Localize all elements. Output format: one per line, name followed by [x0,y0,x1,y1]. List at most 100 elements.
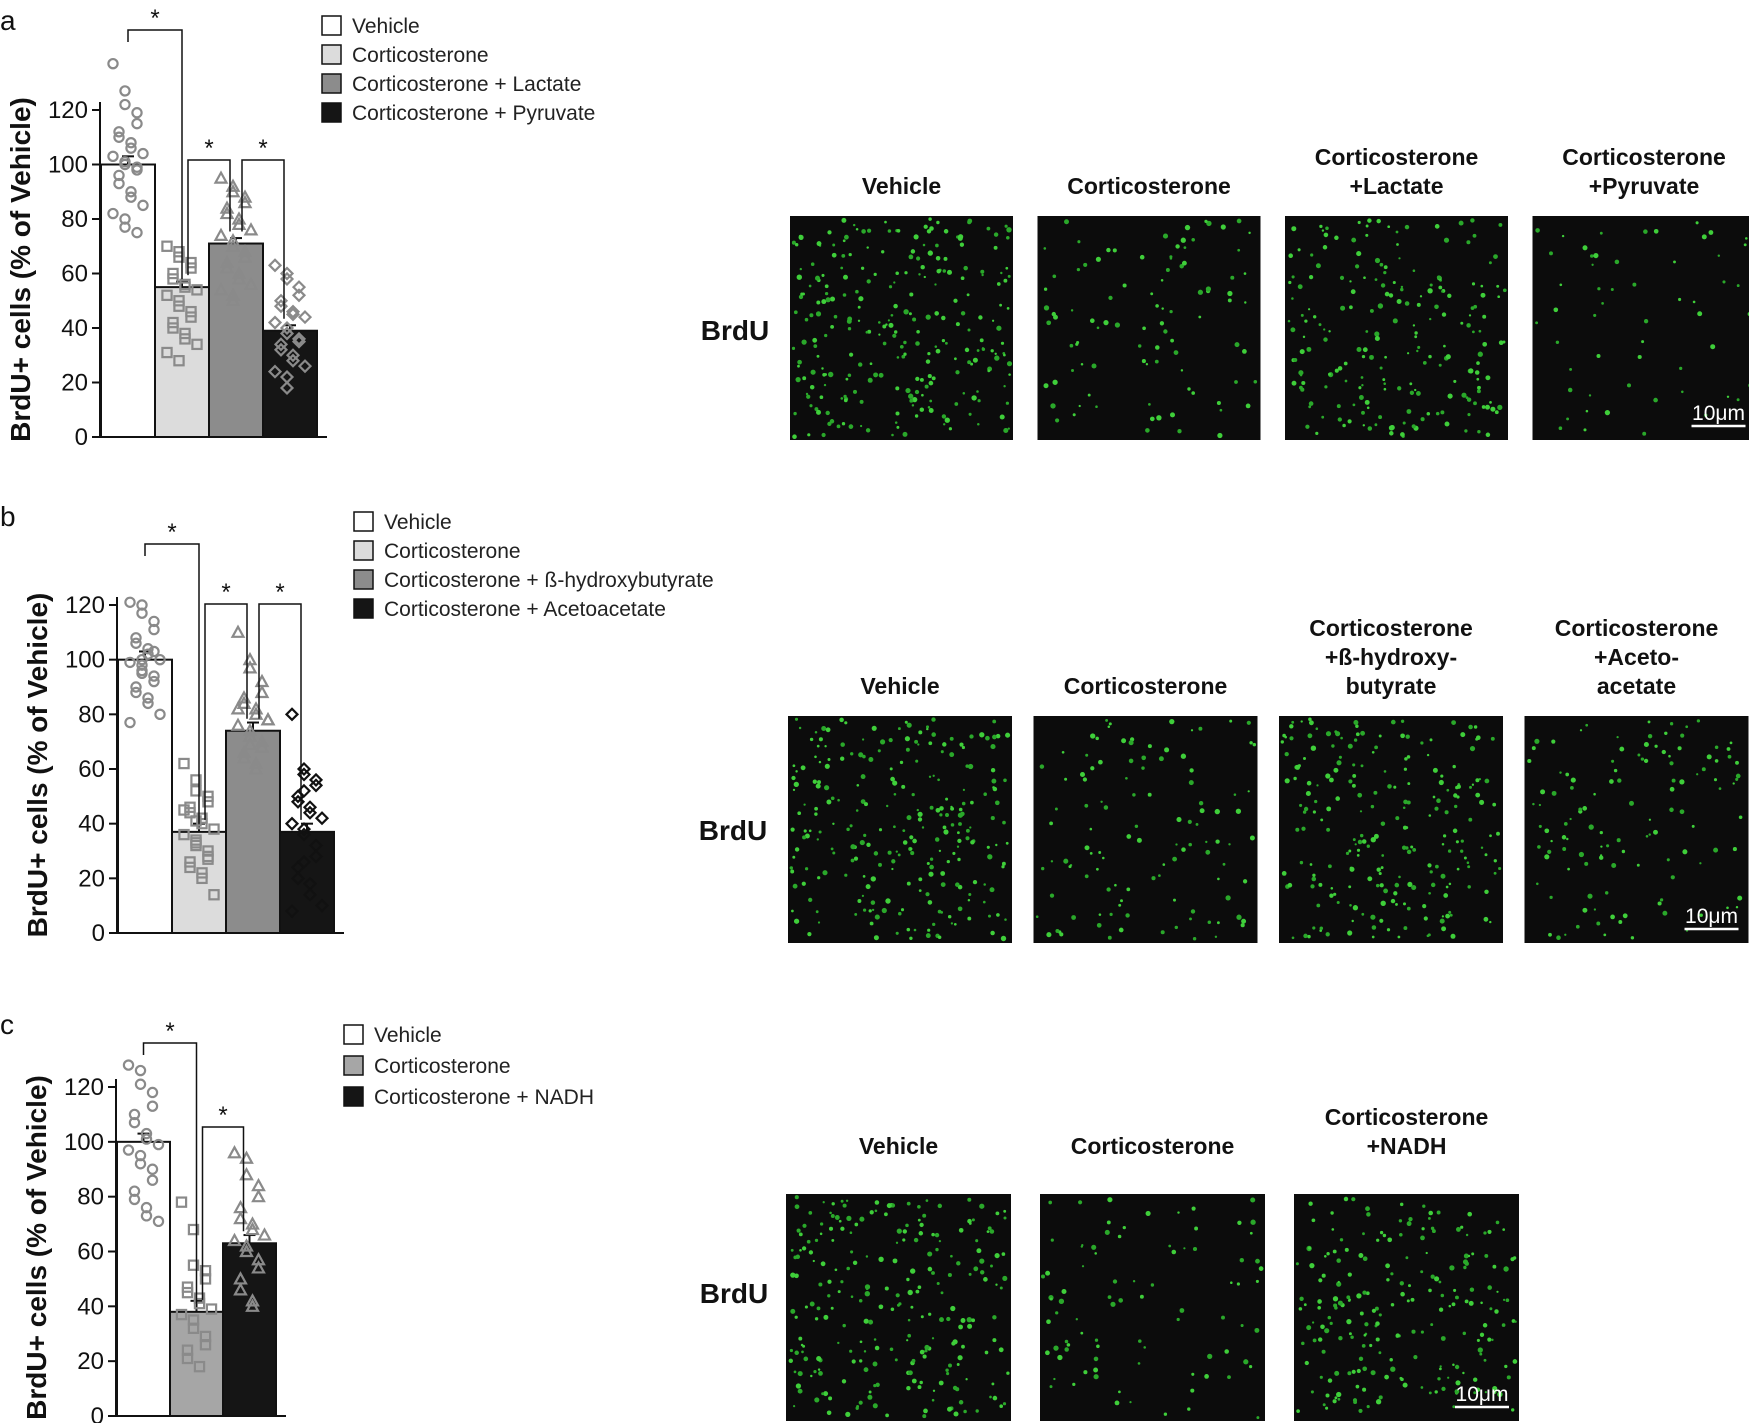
brdu-cell [1732,847,1737,852]
brdu-cell [1002,820,1006,825]
data-point [136,653,148,666]
legend-swatch [343,1024,364,1045]
brdu-cell [1340,736,1343,740]
brdu-cell [1537,845,1541,849]
brdu-cell [874,1200,880,1205]
brdu-cell [995,843,998,847]
brdu-cell [871,725,877,731]
brdu-cell [953,1411,959,1417]
brdu-cell [844,721,848,725]
brdu-cell [906,927,911,932]
brdu-cell [1349,280,1352,283]
brdu-cell [1447,293,1452,298]
brdu-cell [995,733,1001,739]
brdu-cell [793,310,798,315]
brdu-cell [910,249,916,254]
brdu-cell [1476,377,1480,381]
brdu-cell [1444,421,1450,427]
brdu-cell [1427,863,1432,868]
brdu-cell [1389,1358,1393,1362]
brdu-cell [1362,1366,1368,1372]
data-point [245,1298,260,1312]
brdu-cell [1428,891,1431,895]
brdu-cell [908,254,914,260]
brdu-cell [1455,840,1459,844]
brdu-cell [873,935,879,941]
brdu-cell [1348,885,1352,889]
brdu-cell [830,847,834,851]
brdu-cell [1472,330,1475,334]
brdu-cell [1145,1210,1151,1216]
brdu-cell [1735,760,1739,765]
brdu-cell [1408,1284,1411,1288]
brdu-cell [1005,841,1009,845]
brdu-cell [1284,751,1289,757]
brdu-cell [1431,1229,1436,1234]
brdu-cell [1168,1244,1172,1248]
brdu-cell [1177,1211,1180,1214]
brdu-cell [1107,1295,1112,1299]
brdu-cell [1052,379,1058,385]
brdu-cell [1438,1280,1442,1284]
image-title: Vehicle [860,673,939,699]
brdu-cell [1190,909,1196,914]
panel-letter: b [0,501,16,532]
brdu-cell [962,392,966,395]
data-point [179,333,191,345]
brdu-cell [1046,1319,1051,1325]
brdu-cell [1125,913,1130,918]
data-point [239,1238,254,1252]
brdu-cell [956,1261,961,1266]
brdu-cell [1187,1407,1191,1411]
brdu-cell [1080,1245,1083,1248]
brdu-cell [1447,393,1453,399]
brdu-cell [1498,866,1502,871]
data-point [237,243,253,258]
brdu-cell [1289,736,1294,741]
brdu-cell [958,1400,964,1405]
brdu-cell [971,395,977,401]
brdu-cell [922,1354,927,1359]
brdu-cell [1645,835,1649,838]
brdu-cell [1237,248,1241,252]
brdu-cell [1470,218,1475,223]
data-point [285,307,301,322]
bar-0 [117,658,173,935]
brdu-cell [1361,839,1367,844]
micrograph-0 [790,216,1013,440]
brdu-cell [934,311,939,316]
image-title: Corticosterone [1562,144,1726,170]
legend-label: Vehicle [384,511,452,534]
brdu-cell [1406,409,1412,414]
brdu-cell [977,399,981,403]
brdu-cell [896,1228,902,1234]
brdu-cell [1647,720,1651,724]
brdu-cell [828,1226,834,1231]
brdu-cell [945,797,949,801]
brdu-cell [795,376,801,383]
brdu-cell [873,372,879,378]
brdu-cell [1240,923,1245,928]
brdu-cell [822,1201,825,1204]
brdu-cell [1493,254,1498,259]
brdu-cell [821,299,827,305]
brdu-cell [1390,1366,1396,1372]
brdu-cell [1330,887,1334,890]
brdu-cell [825,727,831,733]
brdu-cell [931,1398,935,1402]
brdu-cell [1379,1230,1384,1235]
brdu-cell [1173,898,1176,902]
brdu-cell [999,1404,1003,1408]
brdu-cell [1250,1219,1256,1225]
brdu-cell [1366,1212,1371,1217]
brdu-cell [845,1411,851,1418]
data-point [296,783,312,798]
brdu-cell [1701,234,1707,240]
brdu-cell [1227,290,1233,297]
significance-star: * [150,5,159,32]
brdu-cell [1169,309,1173,314]
brdu-cell [1540,789,1546,795]
brdu-cell [1375,1337,1380,1342]
brdu-cell [855,228,859,231]
significance-star: * [204,135,213,162]
